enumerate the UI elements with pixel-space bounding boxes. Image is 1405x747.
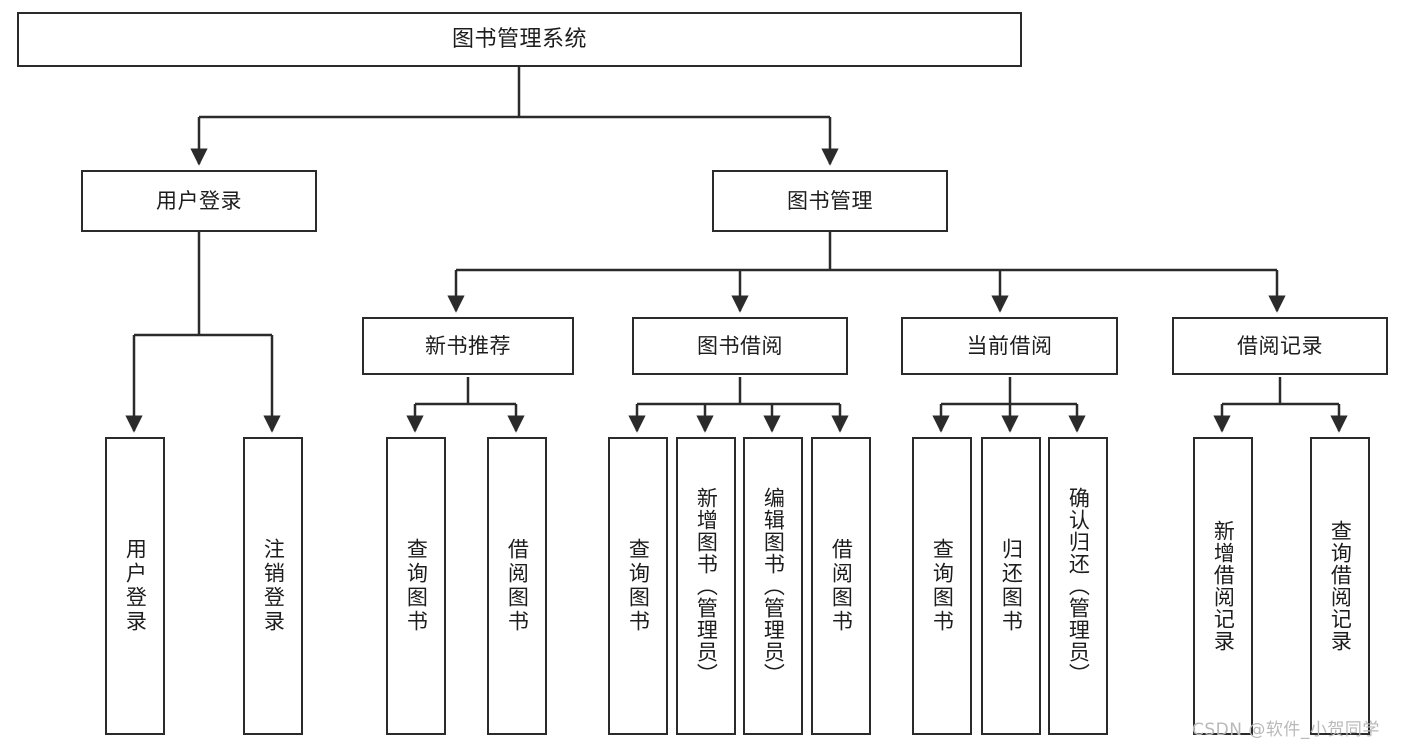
node-label: 确认归还（管理员）	[1066, 487, 1091, 685]
node-label: 查询图书	[930, 538, 955, 634]
node-current-borrow[interactable]: 当前借阅	[901, 317, 1118, 375]
leaf-current-return-book[interactable]: 归还图书	[981, 437, 1041, 735]
node-label: 当前借阅	[966, 333, 1053, 358]
node-root-book-management-system[interactable]: 图书管理系统	[17, 12, 1022, 67]
node-user-login[interactable]: 用户登录	[81, 170, 317, 232]
leaf-new-book-borrow-book[interactable]: 借阅图书	[487, 437, 547, 735]
leaf-borrow-query-book[interactable]: 查询图书	[608, 437, 668, 735]
node-label: 借阅记录	[1237, 333, 1323, 358]
leaf-records-query-record[interactable]: 查询借阅记录	[1310, 437, 1370, 735]
leaf-current-query-book[interactable]: 查询图书	[912, 437, 972, 735]
node-label: 借阅图书	[505, 538, 530, 634]
node-label: 查询借阅记录	[1328, 520, 1353, 652]
node-book-management[interactable]: 图书管理	[712, 170, 948, 232]
node-label: 查询图书	[404, 538, 429, 634]
node-label: 图书管理系统	[451, 26, 587, 52]
leaf-records-add-record[interactable]: 新增借阅记录	[1193, 437, 1253, 735]
node-label: 新增借阅记录	[1211, 520, 1236, 652]
node-label: 图书管理	[787, 188, 873, 213]
node-label: 图书借阅	[697, 333, 783, 358]
leaf-borrow-add-book-admin[interactable]: 新增图书（管理员）	[676, 437, 736, 735]
node-label: 新书推荐	[425, 333, 511, 358]
leaf-borrow-edit-book-admin[interactable]: 编辑图书（管理员）	[743, 437, 803, 735]
leaf-logout[interactable]: 注销登录	[243, 437, 303, 735]
node-label: 查询图书	[626, 538, 651, 634]
node-label: 用户登录	[123, 538, 148, 634]
node-label: 注销登录	[261, 538, 286, 634]
node-label: 归还图书	[999, 538, 1024, 634]
leaf-borrow-borrow-book[interactable]: 借阅图书	[811, 437, 871, 735]
leaf-user-login[interactable]: 用户登录	[105, 437, 165, 735]
node-label: 用户登录	[156, 188, 242, 213]
node-label: 编辑图书（管理员）	[761, 487, 786, 685]
leaf-new-book-query-book[interactable]: 查询图书	[386, 437, 446, 735]
node-new-book-recommendation[interactable]: 新书推荐	[362, 317, 574, 375]
node-label: 借阅图书	[829, 538, 854, 634]
node-book-borrow[interactable]: 图书借阅	[632, 317, 848, 375]
node-label: 新增图书（管理员）	[694, 487, 719, 685]
leaf-current-confirm-return-admin[interactable]: 确认归还（管理员）	[1048, 437, 1108, 735]
node-borrow-records[interactable]: 借阅记录	[1172, 317, 1388, 375]
